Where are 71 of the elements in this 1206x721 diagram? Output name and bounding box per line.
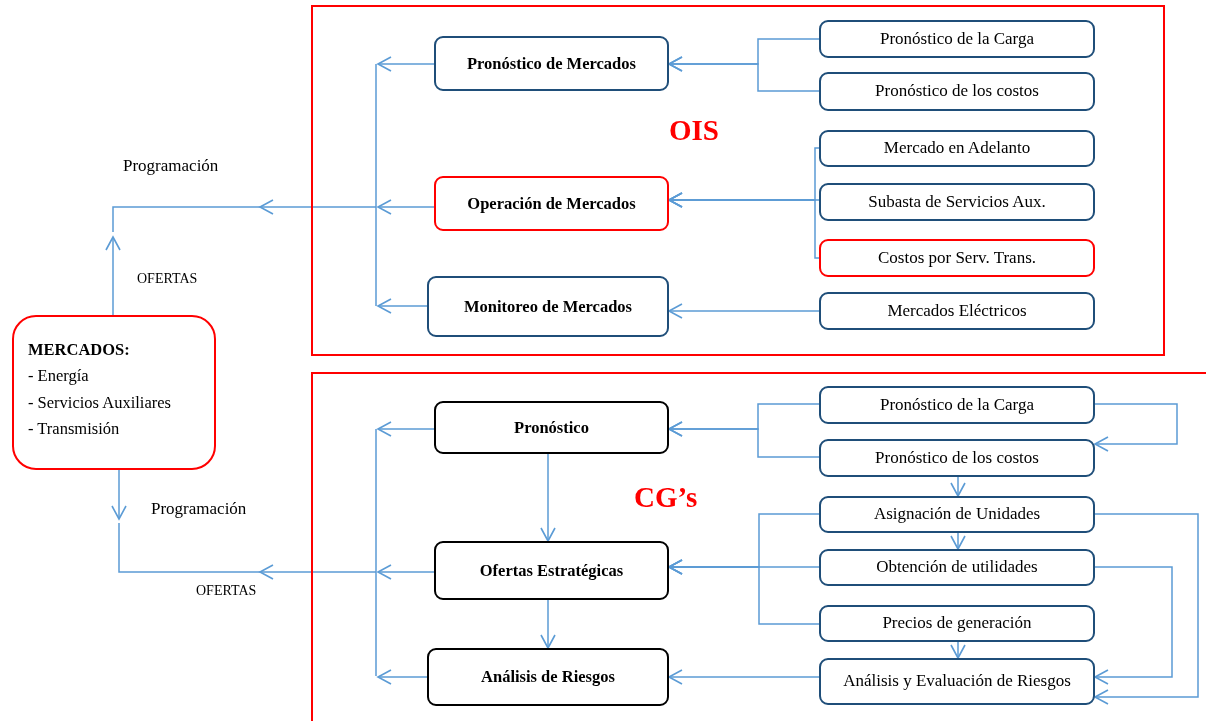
arrow bbox=[105, 236, 121, 316]
process-box bbox=[819, 549, 1095, 586]
box-text: Pronóstico de los costos bbox=[875, 80, 1039, 103]
list-item: - Transmisión bbox=[28, 418, 121, 441]
arrow bbox=[111, 469, 127, 520]
arrow bbox=[950, 641, 966, 659]
box-text: Operación de Mercados bbox=[467, 192, 636, 215]
process-box bbox=[819, 239, 1095, 277]
list-item: - Energía bbox=[28, 365, 90, 388]
group-heading: CG’s bbox=[634, 481, 698, 514]
box-text: Pronóstico bbox=[514, 416, 589, 439]
arrow bbox=[377, 56, 435, 72]
arrow bbox=[259, 564, 312, 580]
arrow bbox=[1094, 403, 1178, 452]
arrow bbox=[377, 199, 435, 215]
arrow bbox=[377, 669, 428, 685]
arrow bbox=[668, 421, 820, 458]
market-box bbox=[12, 315, 216, 470]
arrow bbox=[668, 192, 820, 259]
arrow bbox=[1094, 513, 1199, 705]
arrow bbox=[668, 303, 820, 319]
process-box bbox=[819, 20, 1095, 58]
box-text: Asignación de Unidades bbox=[873, 503, 1041, 526]
arrow bbox=[377, 421, 435, 437]
arrow bbox=[950, 532, 966, 550]
box-text: Pronóstico de Mercados bbox=[467, 52, 636, 75]
box-text: Mercado en Adelanto bbox=[883, 137, 1031, 160]
process-box bbox=[434, 401, 669, 454]
arrow bbox=[259, 199, 312, 215]
process-box bbox=[819, 605, 1095, 642]
process-box bbox=[819, 72, 1095, 111]
process-box bbox=[819, 658, 1095, 705]
box-text: Monitoreo de Mercados bbox=[464, 295, 632, 318]
process-box bbox=[434, 176, 669, 231]
process-box bbox=[819, 496, 1095, 533]
arrow bbox=[950, 476, 966, 497]
process-box bbox=[819, 183, 1095, 221]
box-text: Precios de generación bbox=[882, 612, 1032, 635]
group-frame bbox=[311, 372, 1206, 721]
process-box bbox=[434, 541, 669, 600]
box-text: Obtención de utilidades bbox=[876, 556, 1038, 579]
box-text: Subasta de Servicios Aux. bbox=[868, 190, 1046, 213]
arrow bbox=[668, 56, 820, 92]
arrow bbox=[377, 564, 435, 580]
group-frame bbox=[311, 5, 1165, 356]
box-text: Ofertas Estratégicas bbox=[479, 559, 624, 582]
group-heading: OIS bbox=[669, 114, 719, 147]
box-text: Mercados Eléctricos bbox=[887, 299, 1027, 322]
box-text: Costos por Serv. Trans. bbox=[877, 246, 1037, 269]
arrow bbox=[540, 599, 556, 649]
process-box bbox=[819, 439, 1095, 477]
box-text: Pronóstico de los costos bbox=[875, 446, 1039, 469]
box-text: Análisis y Evaluación de Riesgos bbox=[843, 670, 1071, 693]
process-box bbox=[819, 386, 1095, 424]
edge-label: Programación bbox=[123, 156, 219, 176]
process-box bbox=[819, 130, 1095, 167]
box-text: Análisis de Riesgos bbox=[481, 666, 615, 688]
process-box bbox=[434, 36, 669, 91]
box-text: Pronóstico de la Carga bbox=[879, 393, 1035, 416]
arrow bbox=[1094, 566, 1173, 685]
arrow bbox=[668, 559, 820, 625]
process-box bbox=[819, 292, 1095, 330]
list-item: - Servicios Auxiliares bbox=[28, 391, 172, 414]
arrow bbox=[377, 298, 428, 314]
arrow bbox=[668, 669, 820, 685]
process-box bbox=[427, 276, 669, 337]
edge-label: Programación bbox=[151, 499, 247, 519]
box-heading: MERCADOS: bbox=[28, 339, 131, 361]
process-box bbox=[427, 648, 669, 706]
box-text: Pronóstico de la Carga bbox=[879, 27, 1035, 50]
arrow bbox=[540, 453, 556, 542]
